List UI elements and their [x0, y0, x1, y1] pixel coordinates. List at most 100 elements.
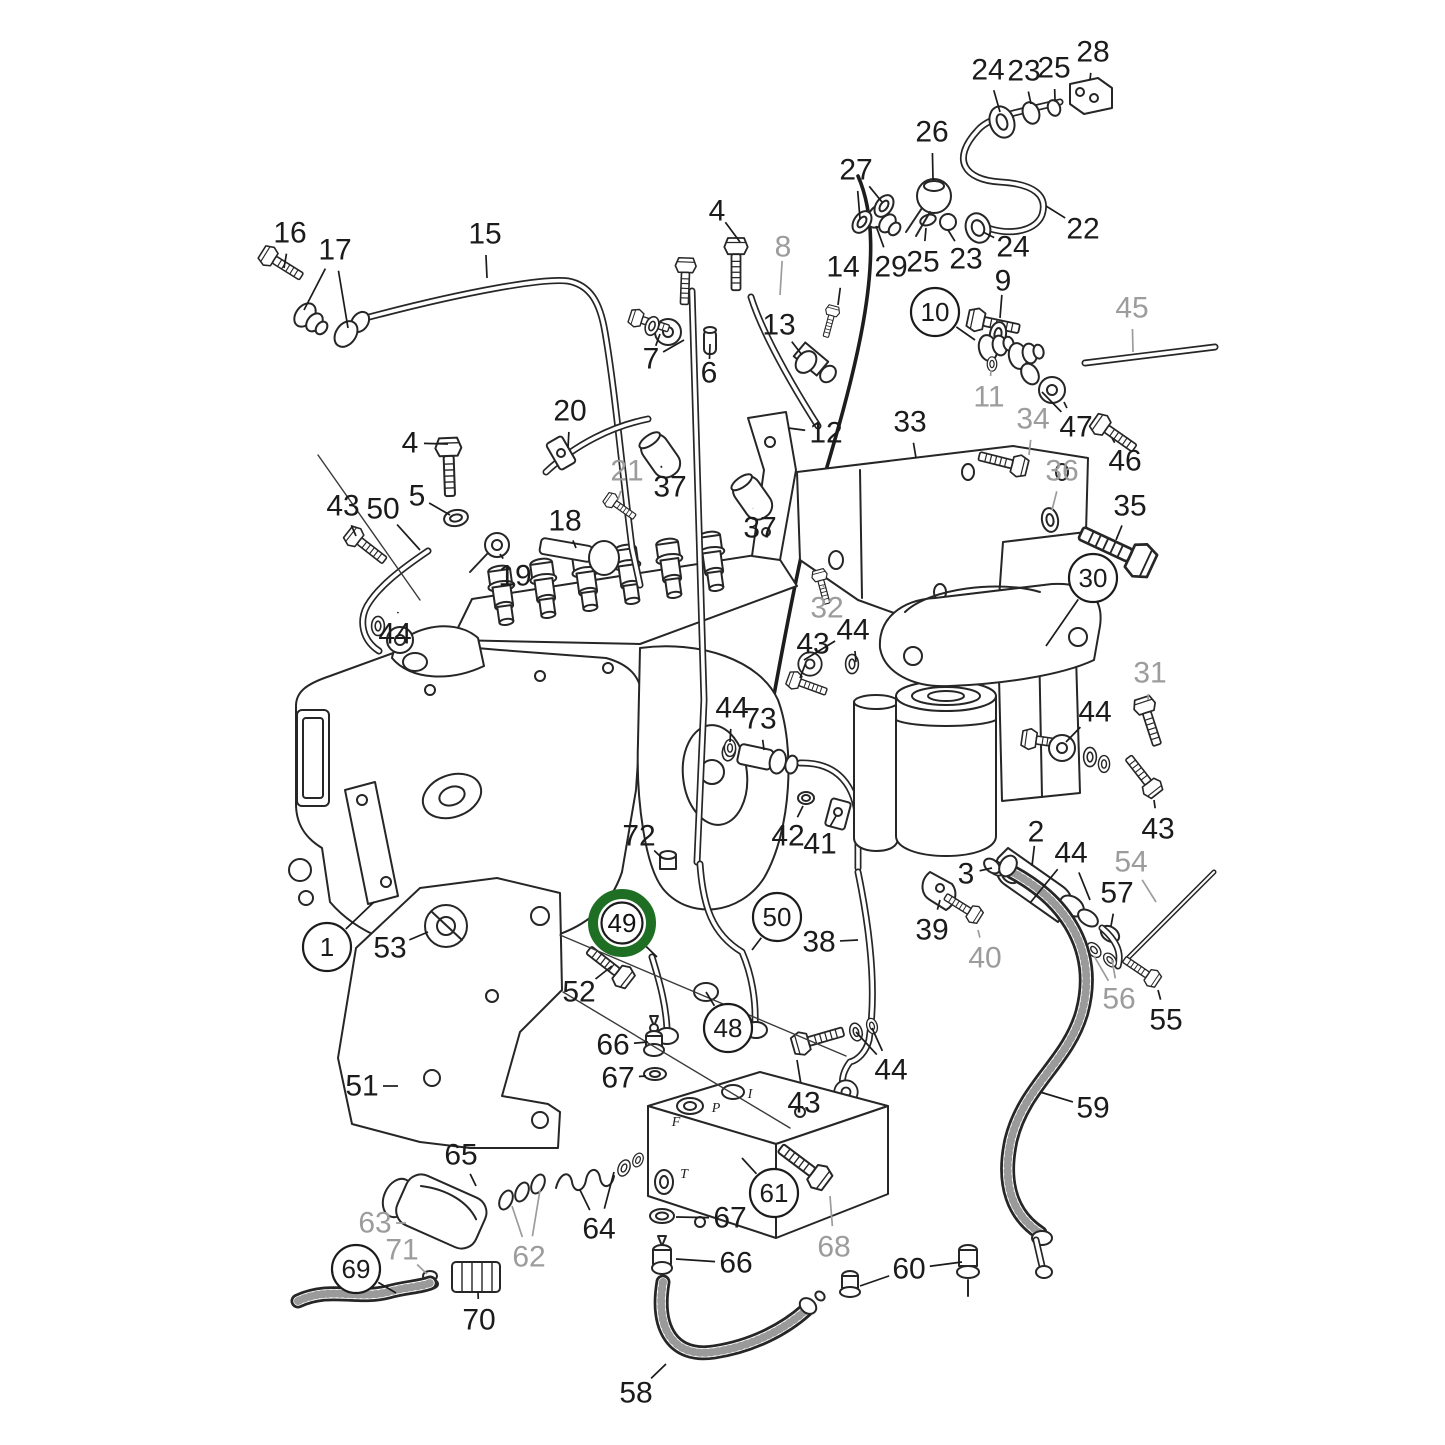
- callout-54[interactable]: 54: [1114, 846, 1157, 903]
- clamp-70: [451, 1261, 501, 1293]
- callout-13[interactable]: 13: [762, 309, 803, 356]
- callout-59[interactable]: 59: [1039, 1091, 1110, 1125]
- callout-30[interactable]: 30: [1045, 552, 1119, 647]
- callout-35[interactable]: 35: [1113, 490, 1147, 541]
- callout-64[interactable]: 64: [579, 1171, 616, 1246]
- callout-3[interactable]: 3: [958, 858, 993, 891]
- callout-61[interactable]: 61: [741, 1157, 800, 1219]
- callout-34[interactable]: 34: [1016, 403, 1050, 456]
- callout-44[interactable]: 44: [378, 611, 412, 651]
- callout-73[interactable]: 73: [743, 703, 777, 751]
- callout-44-5[interactable]: 44: [1029, 837, 1091, 904]
- callout-23-2-number: 23: [1007, 55, 1040, 88]
- callout-60[interactable]: 60: [859, 1253, 963, 1287]
- callout-18[interactable]: 18: [548, 505, 582, 549]
- callout-43-4[interactable]: 43: [787, 1059, 821, 1120]
- callout-17-leader: [303, 268, 327, 311]
- callout-66-number: 66: [596, 1029, 629, 1062]
- callout-12[interactable]: 12: [787, 417, 843, 450]
- callout-49-leader: [645, 945, 658, 958]
- callout-68[interactable]: 68: [817, 1195, 851, 1264]
- callout-37[interactable]: 37: [653, 465, 687, 504]
- callout-27[interactable]: 27: [839, 154, 883, 220]
- callout-24[interactable]: 24: [982, 231, 1030, 264]
- callout-16[interactable]: 16: [273, 217, 307, 269]
- callout-5[interactable]: 5: [409, 480, 451, 516]
- callout-47[interactable]: 47: [1041, 391, 1093, 444]
- callout-13-number: 13: [762, 309, 795, 342]
- callout-8[interactable]: 8: [775, 231, 792, 296]
- callout-19[interactable]: 19: [498, 553, 532, 593]
- callout-15[interactable]: 15: [468, 218, 502, 279]
- callout-34-number: 34: [1016, 403, 1049, 436]
- callout-65[interactable]: 65: [444, 1139, 478, 1187]
- callout-63[interactable]: 63: [358, 1207, 406, 1240]
- callout-43[interactable]: 43: [326, 490, 360, 537]
- callout-44-5-number: 44: [1054, 837, 1087, 870]
- callout-57[interactable]: 57: [1100, 877, 1134, 927]
- callout-56[interactable]: 56: [1093, 955, 1136, 1016]
- callout-23-2[interactable]: 23: [1007, 55, 1041, 105]
- callout-55[interactable]: 55: [1149, 989, 1183, 1037]
- callout-32[interactable]: 32: [810, 583, 844, 625]
- callout-44-6[interactable]: 44: [855, 1027, 908, 1087]
- callout-66[interactable]: 66: [596, 1029, 649, 1062]
- callout-66-2[interactable]: 66: [675, 1247, 753, 1280]
- callout-29[interactable]: 29: [874, 225, 908, 284]
- callout-46[interactable]: 46: [1108, 437, 1142, 478]
- callout-40[interactable]: 40: [968, 929, 1002, 975]
- callout-71[interactable]: 71: [385, 1234, 428, 1275]
- callout-36[interactable]: 36: [1045, 455, 1079, 511]
- callout-28[interactable]: 28: [1076, 36, 1110, 81]
- callout-4-2[interactable]: 4: [402, 427, 449, 460]
- callout-43-2[interactable]: 43: [796, 628, 830, 679]
- callout-31[interactable]: 31: [1133, 657, 1167, 701]
- callout-67[interactable]: 67: [601, 1062, 647, 1095]
- callout-69[interactable]: 69: [330, 1243, 397, 1295]
- callout-70[interactable]: 70: [462, 1291, 496, 1337]
- callout-25-2-number: 25: [1037, 52, 1070, 85]
- callout-25[interactable]: 25: [906, 227, 940, 279]
- callout-52[interactable]: 52: [562, 965, 613, 1009]
- callout-2[interactable]: 2: [1028, 816, 1045, 867]
- callout-11[interactable]: 11: [973, 369, 1005, 414]
- callout-33[interactable]: 33: [893, 406, 927, 459]
- callout-4[interactable]: 4: [709, 195, 741, 243]
- callout-37-2[interactable]: 37: [743, 507, 777, 545]
- callout-49[interactable]: 49: [588, 889, 658, 958]
- callout-44-2[interactable]: 44: [803, 614, 870, 663]
- callout-26[interactable]: 26: [915, 116, 949, 181]
- callout-67-leader: [638, 1075, 647, 1078]
- callout-44-4[interactable]: 44: [1065, 696, 1112, 743]
- callout-25-2[interactable]: 25: [1037, 52, 1071, 101]
- callout-6[interactable]: 6: [701, 343, 718, 390]
- callout-17[interactable]: 17: [303, 234, 352, 329]
- callout-51[interactable]: 51: [345, 1070, 398, 1103]
- callout-50-2[interactable]: 50: [751, 891, 803, 951]
- callout-7[interactable]: 7: [643, 333, 685, 376]
- callout-22[interactable]: 22: [1045, 205, 1100, 246]
- callout-1[interactable]: 1: [301, 901, 375, 973]
- callout-53[interactable]: 53: [373, 931, 429, 965]
- callout-62[interactable]: 62: [511, 1189, 546, 1274]
- callout-72[interactable]: 72: [622, 820, 663, 859]
- callout-58[interactable]: 58: [619, 1363, 667, 1410]
- callout-41[interactable]: 41: [803, 815, 837, 861]
- callout-67-2[interactable]: 67: [675, 1202, 747, 1235]
- callout-44-3[interactable]: 44: [715, 692, 749, 743]
- bolt-4-top: [723, 237, 749, 292]
- callout-14[interactable]: 14: [826, 251, 860, 306]
- callout-21[interactable]: 21: [610, 455, 644, 501]
- callout-24-2[interactable]: 24: [971, 54, 1005, 113]
- callout-42[interactable]: 42: [771, 805, 805, 853]
- callout-10[interactable]: 10: [909, 286, 976, 341]
- callout-9[interactable]: 9: [995, 265, 1012, 319]
- callout-38[interactable]: 38: [802, 926, 859, 959]
- callout-48[interactable]: 48: [702, 991, 754, 1054]
- callout-50[interactable]: 50: [366, 493, 421, 551]
- callout-23[interactable]: 23: [947, 229, 983, 276]
- callout-43-3[interactable]: 43: [1141, 799, 1175, 846]
- callout-20[interactable]: 20: [553, 395, 587, 449]
- callout-39[interactable]: 39: [915, 899, 949, 947]
- callout-45[interactable]: 45: [1115, 292, 1149, 353]
